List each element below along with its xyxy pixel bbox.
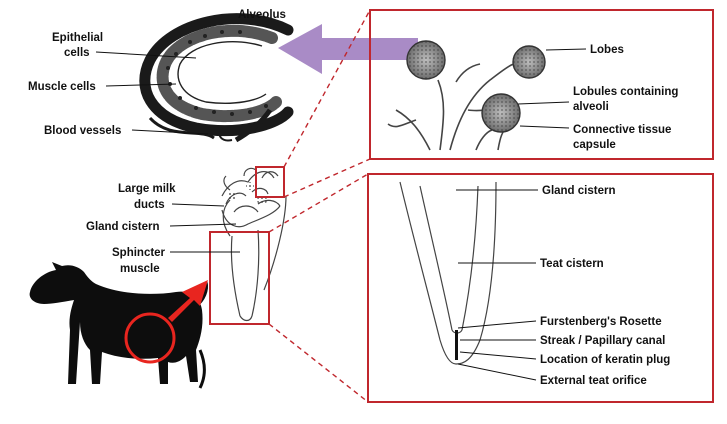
- udder-highlight-circle: [124, 312, 176, 364]
- label-lobes: Lobes: [590, 44, 624, 56]
- connector-lobe-top: [283, 9, 371, 168]
- leader-gland-cistern-left: [169, 223, 237, 227]
- label-capsule-2: capsule: [573, 139, 616, 151]
- label-capsule-1: Connective tissue: [573, 124, 671, 136]
- leader-external-orifice: [457, 363, 537, 381]
- label-sphincter-2: muscle: [120, 263, 160, 275]
- teat-zoom-box: [209, 231, 270, 325]
- label-keratin-plug: Location of keratin plug: [540, 354, 670, 366]
- label-blood-vessels: Blood vessels: [44, 125, 121, 137]
- label-epithelial-cells-1: Epithelial: [52, 32, 103, 44]
- leader-epithelial: [95, 51, 197, 59]
- label-sphincter-1: Sphincter: [112, 247, 166, 259]
- label-alveolus: Alveolus: [238, 9, 286, 21]
- label-external-orifice: External teat orifice: [540, 375, 647, 387]
- lobe-2: [512, 45, 546, 79]
- connector-teat-bottom: [268, 323, 369, 403]
- connector-teat-top: [268, 173, 369, 233]
- red-arrow-icon: [168, 280, 208, 322]
- purple-arrow-icon: [278, 24, 418, 74]
- cow-silhouette-icon: [29, 262, 208, 389]
- leader-large-milk: [171, 203, 225, 207]
- teat-cross-section: [399, 181, 497, 365]
- leader-lobules: [517, 101, 570, 105]
- gland-lobule-dot-3: [246, 182, 254, 190]
- lobe-zoom-box: [255, 166, 285, 198]
- label-epithelial-cells-2: cells: [64, 47, 90, 59]
- label-large-milk-ducts-1: Large milk: [118, 183, 176, 195]
- leader-keratin-plug: [459, 351, 537, 360]
- gland-lobule-dot-1: [227, 191, 237, 201]
- lobe-1: [406, 40, 446, 80]
- leader-furstenberg: [457, 320, 537, 329]
- label-teat-cistern: Teat cistern: [540, 258, 604, 270]
- label-lobules-1: Lobules containing: [573, 86, 678, 98]
- leader-blood: [131, 129, 209, 135]
- leader-lobes: [545, 48, 587, 51]
- leader-capsule: [519, 125, 570, 129]
- alveolus-illustration: [139, 13, 294, 143]
- lobes-detail-frame: [369, 9, 714, 160]
- leader-muscle: [105, 83, 177, 87]
- label-lobules-2: alveoli: [573, 101, 609, 113]
- connector-lobe-bottom: [283, 158, 371, 198]
- label-gland-cistern-right: Gland cistern: [542, 185, 616, 197]
- label-large-milk-ducts-2: ducts: [134, 199, 165, 211]
- streak-canal-mark: [455, 330, 458, 360]
- teat-detail-frame: [367, 173, 714, 403]
- label-muscle-cells: Muscle cells: [28, 81, 96, 93]
- label-furstenberg: Furstenberg's Rosette: [540, 316, 662, 328]
- lobe-3: [481, 93, 521, 133]
- label-gland-cistern-left: Gland cistern: [86, 221, 160, 233]
- label-streak-canal: Streak / Papillary canal: [540, 335, 665, 347]
